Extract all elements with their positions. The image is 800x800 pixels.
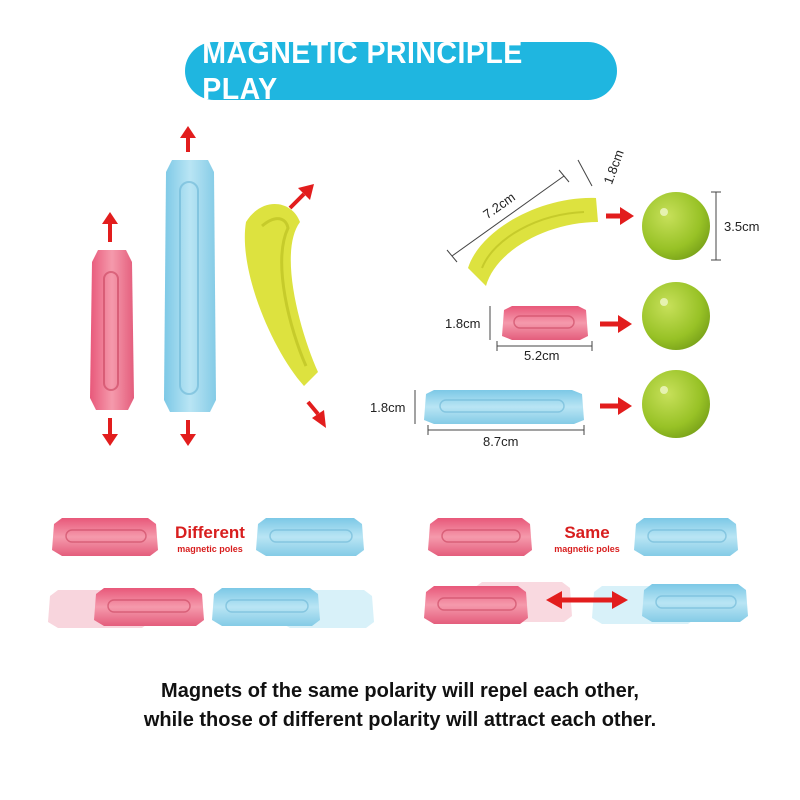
arrow-down-right-yellow bbox=[306, 400, 326, 428]
arch-length-dimension bbox=[446, 169, 570, 263]
different-title: Different bbox=[175, 523, 245, 542]
ball-highlight bbox=[660, 298, 668, 306]
arrow-down-pink bbox=[102, 418, 118, 446]
long-length-dimension bbox=[427, 425, 585, 435]
ball-highlight bbox=[660, 208, 668, 216]
arrow-down-blue bbox=[180, 420, 196, 446]
blue-magnet-diff-bottom bbox=[212, 588, 374, 628]
different-subtitle: magnetic poles bbox=[177, 544, 243, 554]
short-length-label: 5.2cm bbox=[524, 348, 559, 363]
ball-highlight bbox=[660, 386, 668, 394]
caption-line-1: Magnets of the same polarity will repel … bbox=[161, 680, 639, 702]
arrow-up-right-yellow bbox=[288, 184, 314, 210]
arrow-right-arch bbox=[606, 207, 634, 225]
blue-long-magnet bbox=[424, 390, 584, 424]
arch-width-dimension bbox=[577, 159, 593, 187]
same-title: Same bbox=[564, 523, 609, 542]
arrow-right-long bbox=[600, 397, 632, 415]
arch-length-label: 7.2cm bbox=[480, 189, 518, 222]
yellow-arch-small bbox=[468, 197, 598, 286]
long-height-label: 1.8cm bbox=[370, 400, 405, 415]
caption-line-2: while those of different polarity will a… bbox=[143, 709, 657, 731]
arrow-up-blue bbox=[180, 126, 196, 152]
long-length-label: 8.7cm bbox=[483, 434, 518, 449]
same-subtitle: magnetic poles bbox=[554, 544, 620, 554]
pink-magnet-diff-top bbox=[52, 518, 158, 556]
page-title: MAGNETIC PRINCIPLE PLAY bbox=[202, 35, 523, 106]
short-length-dimension bbox=[496, 341, 593, 351]
green-ball-3 bbox=[642, 370, 710, 438]
yellow-arch-magnet bbox=[244, 203, 318, 386]
blue-magnet-diff-top bbox=[256, 518, 364, 556]
pink-vertical-magnet bbox=[90, 250, 134, 410]
pink-magnet-diff-bottom bbox=[48, 588, 204, 628]
ball-diameter-dimension bbox=[711, 191, 721, 261]
green-ball-1 bbox=[642, 192, 710, 260]
pink-magnet-same-bottom bbox=[424, 582, 572, 624]
arrow-up-pink bbox=[102, 212, 118, 242]
blue-vertical-magnet bbox=[164, 160, 216, 412]
blue-magnet-same-top bbox=[634, 518, 738, 556]
arch-width-label: 1.8cm bbox=[601, 148, 627, 186]
repel-double-arrow bbox=[546, 591, 628, 609]
arrow-right-short bbox=[600, 315, 632, 333]
title-banner: MAGNETIC PRINCIPLE PLAY bbox=[185, 35, 617, 106]
ball-diameter-label: 3.5cm bbox=[724, 219, 759, 234]
green-ball-2 bbox=[642, 282, 710, 350]
pink-short-magnet bbox=[502, 306, 588, 340]
short-height-label: 1.8cm bbox=[445, 316, 480, 331]
pink-magnet-same-top bbox=[428, 518, 532, 556]
